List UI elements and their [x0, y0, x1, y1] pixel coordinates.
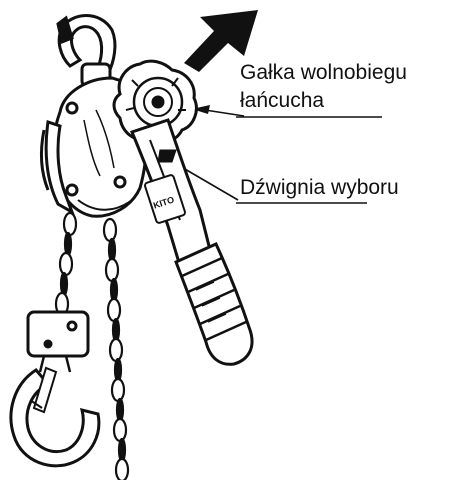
callout-label-selector-lever: Dźwignia wyboru: [240, 177, 399, 198]
hand-chain-right: [104, 219, 128, 480]
bottom-hook: [11, 312, 99, 466]
callout-label-freewheel-knob-line2: łańcucha: [240, 90, 324, 111]
load-chain-left: [56, 213, 76, 315]
lever-arm: KITO: [132, 120, 210, 266]
lever-handle-grip: [176, 244, 252, 364]
top-hook: [58, 16, 115, 87]
callout-label-freewheel-knob: Gałka wolnobiegu: [240, 62, 407, 83]
